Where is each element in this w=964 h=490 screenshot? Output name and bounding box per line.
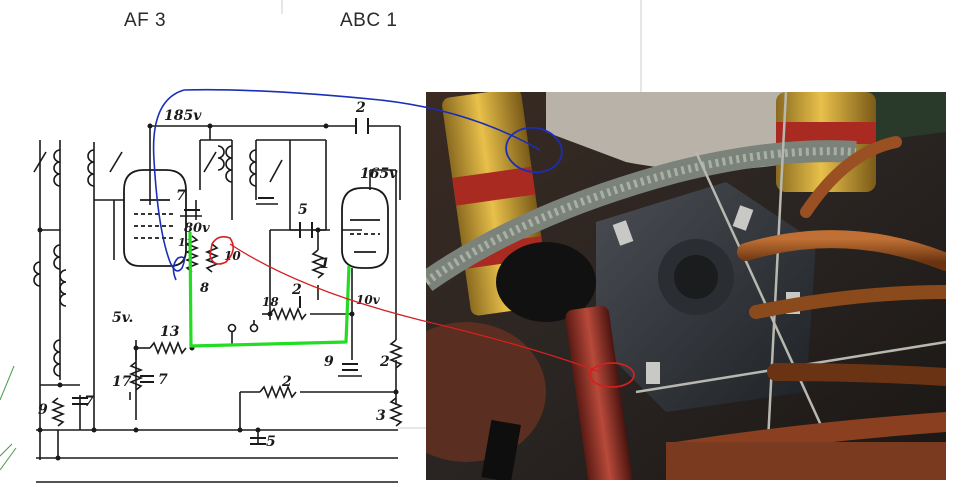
label-cap-7-bottom: 7 bbox=[84, 394, 94, 410]
label-185v: 185v bbox=[164, 108, 202, 124]
label-cap-7-low: 7 bbox=[158, 372, 168, 388]
tube-abc1-envelope bbox=[341, 187, 389, 269]
chassis-photo bbox=[426, 92, 946, 480]
label-res-9: 9 bbox=[38, 402, 48, 418]
label-5v: 5v. bbox=[112, 310, 133, 326]
variable-capacitor-arrows bbox=[33, 151, 283, 183]
label-res-2-low: 2 bbox=[281, 374, 292, 390]
label-cap-2-right: 2 bbox=[379, 354, 390, 370]
resistor-symbols bbox=[50, 249, 404, 427]
label-cap-5-bottom: 5 bbox=[266, 434, 276, 450]
label-res-18: 18 bbox=[262, 295, 279, 309]
label-res-3: 3 bbox=[376, 408, 386, 424]
margin-marks bbox=[0, 365, 17, 471]
coil-symbols bbox=[33, 145, 257, 377]
label-cap-7: 7 bbox=[176, 188, 186, 204]
capacitor-symbols bbox=[72, 118, 369, 445]
label-cap-5: 5 bbox=[298, 202, 308, 218]
terminal-circles bbox=[227, 323, 259, 333]
label-80v: 80v bbox=[184, 221, 210, 236]
label-pin-8: 8 bbox=[200, 281, 209, 296]
schematic-wires bbox=[36, 125, 401, 483]
label-res-13: 13 bbox=[160, 324, 180, 340]
schematic-labels: 185v 165v 80v 10v 5v. 2 7 5 1 2 18 13 17… bbox=[38, 100, 398, 450]
label-pin-11: 11 bbox=[178, 236, 193, 249]
tube-label-af3: AF 3 bbox=[124, 10, 167, 31]
label-10v: 10v bbox=[356, 293, 381, 307]
label-res-1: 1 bbox=[320, 256, 330, 272]
tube-af3-envelope bbox=[123, 169, 187, 267]
label-res-17: 17 bbox=[112, 374, 132, 390]
label-cap-2-top: 2 bbox=[355, 100, 366, 116]
label-pin-10: 10 bbox=[224, 249, 241, 263]
label-165v: 165v bbox=[360, 166, 398, 182]
label-cap-2-mid: 2 bbox=[291, 282, 302, 298]
tube-label-abc1: ABC 1 bbox=[340, 10, 398, 31]
label-cap-9: 9 bbox=[324, 354, 334, 370]
